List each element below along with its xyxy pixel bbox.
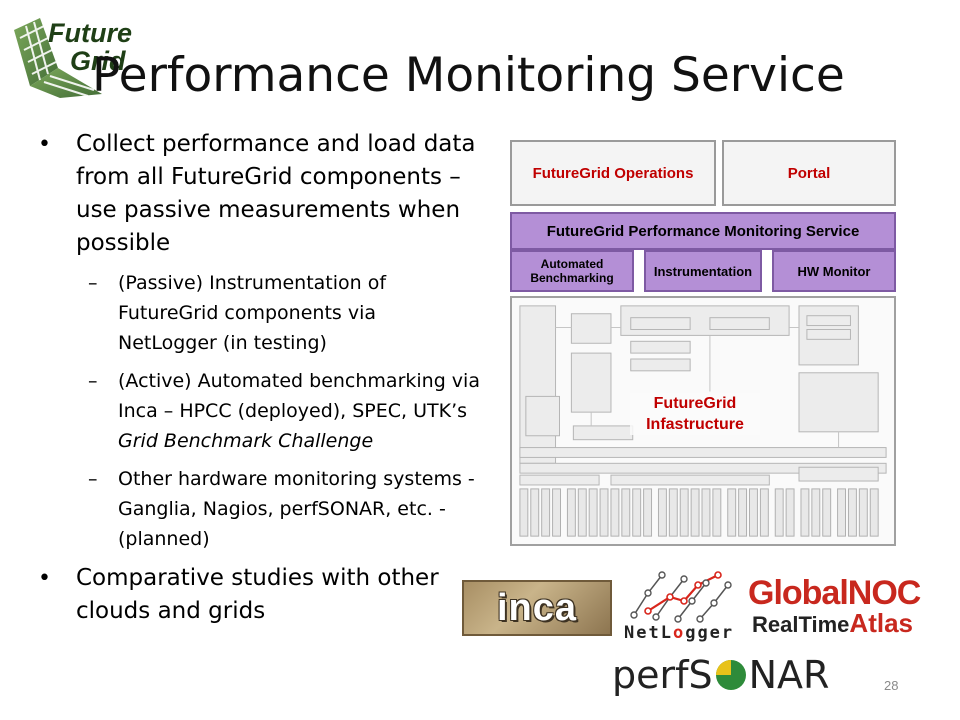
architecture-diagram: FutureGrid Operations Portal FutureGrid … [508, 138, 900, 548]
subbullet-active: – (Active) Automated benchmarking via In… [30, 366, 480, 456]
globalnoc-realtime-text: RealTime [752, 612, 850, 637]
subbullet-passive-text: (Passive) Instrumentation of FutureGrid … [118, 272, 387, 354]
subbullet-active-italic: Grid Benchmark Challenge [118, 430, 374, 452]
perfsonar-logo: perfS NAR [612, 650, 829, 700]
box-automated-benchmarking: Automated Benchmarking [510, 250, 634, 292]
page-number: 28 [884, 678, 899, 693]
subbullet-other-hw: – Other hardware monitoring systems - Ga… [30, 464, 480, 554]
perfsonar-globe-icon [715, 660, 746, 690]
subbullet-other-hw-text: Other hardware monitoring systems - Gang… [118, 468, 475, 550]
logo-line1: Future [48, 18, 132, 48]
box-portal: Portal [722, 140, 896, 206]
box-futuregrid-operations: FutureGrid Operations [510, 140, 716, 206]
netlogger-graph-icon [630, 571, 732, 623]
inca-logo: inca [462, 580, 612, 636]
infrastructure-blocks [519, 305, 887, 537]
bullet-collect-data: Collect performance and load data from a… [30, 128, 480, 260]
netlogger-logo: NetLogger [622, 565, 740, 647]
netlogger-text-pre: NetL [624, 623, 673, 643]
box-instrumentation: Instrumentation [644, 250, 762, 292]
futuregrid-logo-graphic: Future Grid [14, 18, 132, 98]
netlogger-text-o: o [672, 623, 686, 643]
netlogger-text-post: gger [685, 623, 735, 643]
box-performance-monitoring-service: FutureGrid Performance Monitoring Servic… [510, 212, 896, 250]
dash-marker: – [88, 370, 98, 392]
page-title: Performance Monitoring Service [92, 48, 845, 103]
infrastructure-label: FutureGrid Infastructure [630, 393, 760, 435]
dash-marker: – [88, 272, 98, 294]
globalnoc-bottom-text: RealTimeAtlas [752, 610, 913, 638]
netlogger-wordmark: NetLogger [624, 623, 734, 643]
perfsonar-text-post: NAR [748, 653, 830, 697]
box-hw-monitor: HW Monitor [772, 250, 896, 292]
bullet-list: Collect performance and load data from a… [30, 128, 480, 636]
bullet-comparative: Comparative studies with other clouds an… [30, 562, 480, 628]
globalnoc-atlas-text: Atlas [849, 608, 913, 638]
dash-marker: – [88, 468, 98, 490]
logo-line2: Grid [70, 46, 126, 76]
inca-logo-text: inca [496, 586, 578, 629]
globalnoc-logo: GlobalNOC RealTimeAtlas [748, 574, 944, 640]
futuregrid-logo: Future Grid [10, 8, 145, 100]
subbullet-active-text: (Active) Automated benchmarking via Inca… [118, 370, 480, 422]
globalnoc-top-text: GlobalNOC [748, 574, 921, 612]
perfsonar-text-pre: perfS [612, 653, 713, 697]
infrastructure-panel: FutureGrid Infastructure [510, 296, 896, 546]
subbullet-passive: – (Passive) Instrumentation of FutureGri… [30, 268, 480, 358]
